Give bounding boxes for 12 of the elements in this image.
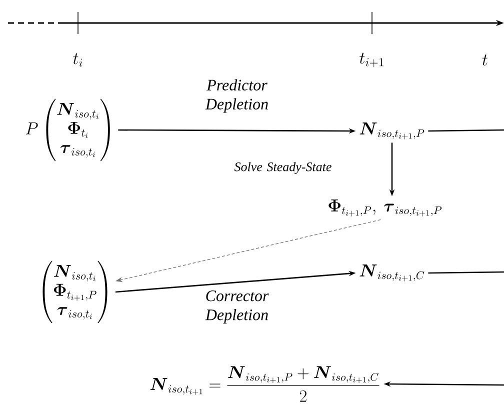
formula: $\boldsymbol{N}_{iso,t_{i+1}}=\dfrac{\boldsymbol{N}_{iso,t_{i+1},P}+\boldsymbol{N}_{iso,t_{i+1},C}}{2}$ [150, 366, 380, 402]
tick-label: $t_{i+1}$ [360, 52, 384, 68]
edge-label: Predictor Depletion [205, 79, 268, 113]
edge-label: Solve Steady-State [234, 162, 332, 174]
tick-label: $t$ [482, 54, 488, 66]
formula: $P\begin{pmatrix}\boldsymbol{N}_{iso,t_i}\\ \boldsymbol{\Phi}_{t_i}\\ \boldsymbol{\tau}_{iso,t_i}\end{pmatrix}$ [26, 98, 110, 162]
formula: $\boldsymbol{\Phi}_{t_{i+1},P},\ \boldsymbol{\tau}_{iso,t_{i+1},P}$ [328, 200, 442, 216]
formula: $\begin{pmatrix}\boldsymbol{N}_{iso,t_i}\\ \boldsymbol{\Phi}_{t_{i+1},P}\\ \boldsymbol{\tau}_{iso,t_i}\end{pmatrix}$ [42, 260, 108, 324]
formula: $\boldsymbol{N}_{iso,t_{i+1},C}$ [360, 264, 424, 282]
formula: $\boldsymbol{N}_{iso,t_{i+1},P}$ [360, 122, 424, 140]
edge-label: Corrector Depletion [205, 290, 269, 324]
tick-label: $t_i$ [73, 53, 82, 67]
